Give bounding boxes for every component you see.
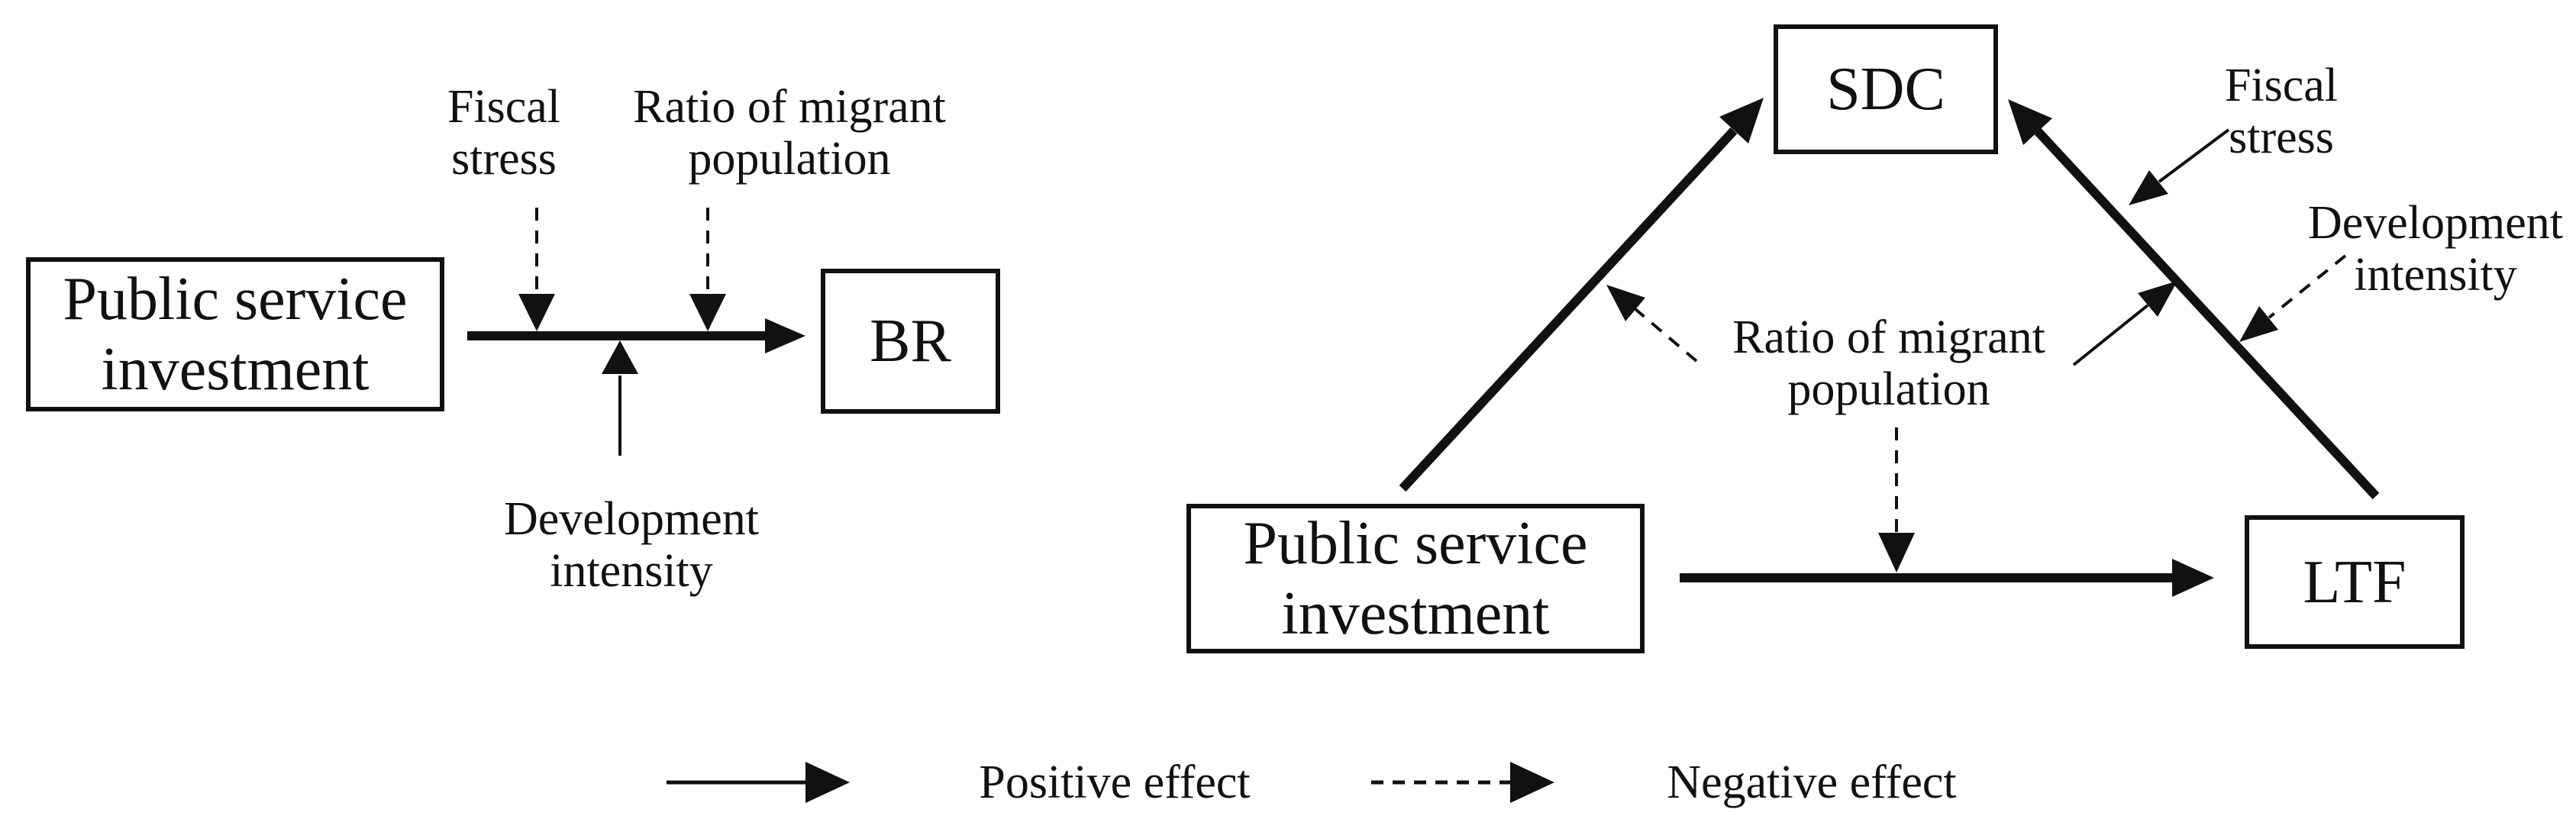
label-development-left-line1: Development [503, 493, 759, 545]
node-br-label: BR [870, 308, 951, 375]
legend-negative-arrow-icon [1371, 762, 1554, 803]
label-ratio-right-line1: Ratio of migrant [1732, 311, 2045, 363]
node-ltf-label: LTF [2303, 548, 2407, 616]
label-development-intensity-right: Development intensity [2298, 197, 2573, 301]
psi-to-br-arrow [467, 318, 805, 353]
label-fiscal-stress-right: Fiscal stress [2167, 60, 2396, 163]
ratio-right-dashed-arrow-to-psi-ltf [1878, 427, 1915, 572]
node-ltf: LTF [2245, 515, 2465, 649]
label-fiscal-right-line2: stress [2229, 111, 2334, 163]
label-development-right-line2: intensity [2354, 249, 2517, 301]
node-psi-left-line2: investment [101, 336, 370, 403]
psi-to-sdc-arrow [1399, 98, 1764, 492]
ratio-left-dashed-arrow [689, 208, 726, 331]
label-development-intensity-left: Development intensity [456, 493, 807, 597]
node-public-service-investment-right: Public service investment [1186, 504, 1645, 653]
fiscal-left-dashed-arrow [518, 208, 555, 331]
node-br: BR [821, 269, 1000, 414]
label-development-right-line1: Development [2307, 197, 2563, 249]
node-public-service-investment-left: Public service investment [26, 257, 444, 411]
label-ratio-right-line2: population [1787, 363, 1990, 415]
ratio-right-dashed-arrow-to-psi-sdc [1606, 285, 1698, 363]
development-right-dashed-arrow [2239, 254, 2347, 342]
label-ratio-left-line1: Ratio of migrant [633, 81, 946, 133]
node-sdc: SDC [1774, 24, 1998, 154]
label-fiscal-stress-left: Fiscal stress [389, 81, 618, 185]
psi-to-ltf-arrow [1680, 559, 2214, 597]
fiscal-right-solid-arrow [2129, 128, 2230, 205]
development-left-solid-arrow [602, 340, 638, 456]
label-fiscal-left-line2: stress [451, 133, 557, 185]
label-ratio-migrant-right: Ratio of migrant population [1698, 311, 2080, 415]
label-ratio-migrant-left: Ratio of migrant population [614, 81, 965, 185]
legend-negative-label: Negative effect [1667, 756, 1957, 808]
label-development-left-line2: intensity [550, 545, 713, 597]
label-fiscal-left-line1: Fiscal [447, 81, 561, 133]
node-sdc-label: SDC [1826, 56, 1945, 123]
label-fiscal-right-line1: Fiscal [2224, 60, 2339, 111]
label-ratio-left-line2: population [688, 133, 891, 185]
ratio-right-solid-arrow-to-ltf-sdc [2072, 281, 2177, 366]
node-psi-right-line2: investment [1281, 580, 1550, 647]
node-psi-left-line1: Public service [63, 266, 408, 333]
legend-positive-label: Positive effect [979, 756, 1251, 808]
legend-positive-arrow-icon [667, 762, 850, 803]
ltf-to-sdc-arrow [2008, 99, 2380, 500]
node-psi-right-line1: Public service [1243, 510, 1588, 577]
